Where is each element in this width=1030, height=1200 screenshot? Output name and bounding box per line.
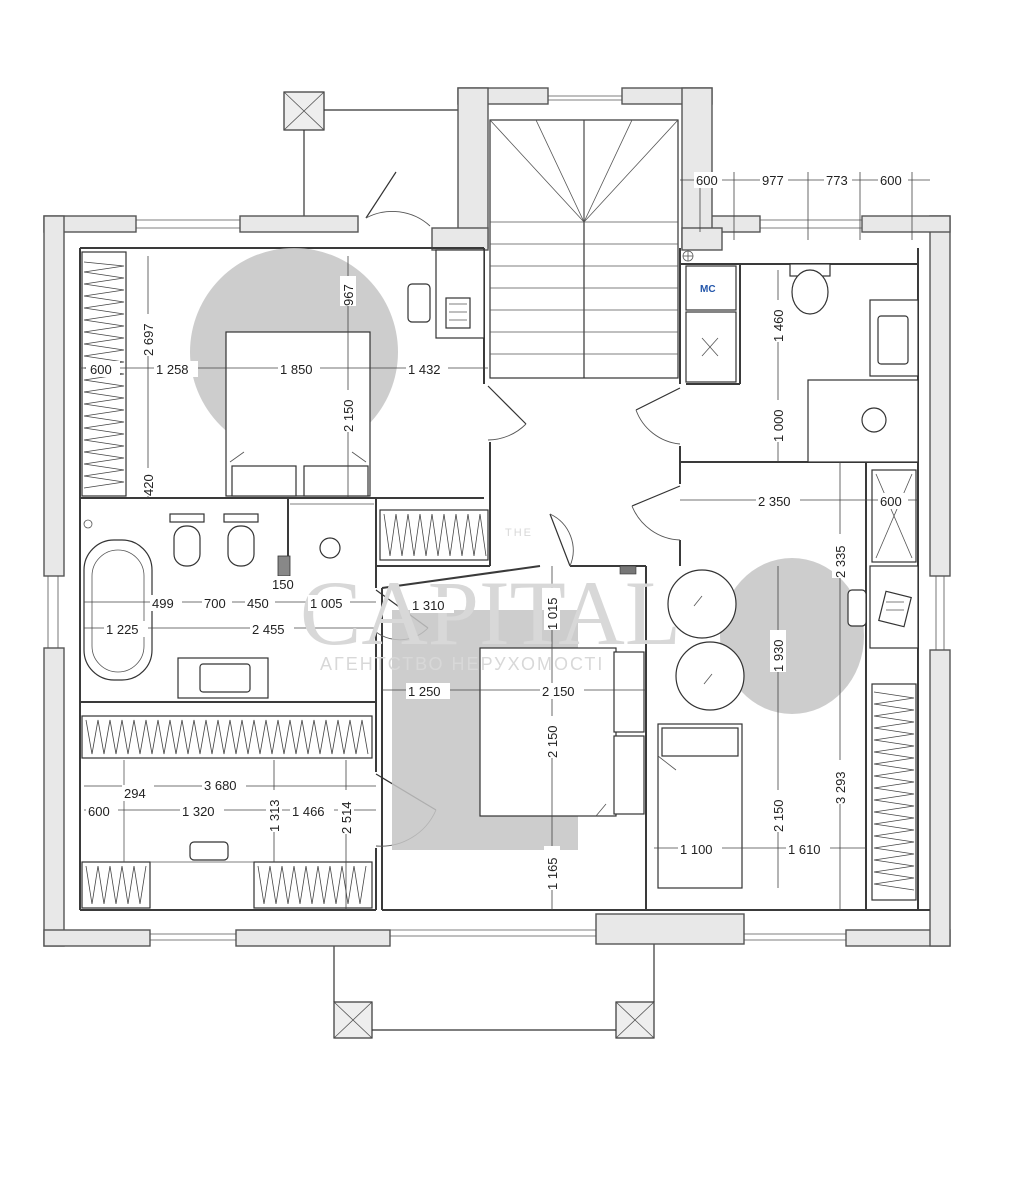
dim-label: 1 432 bbox=[408, 362, 441, 377]
laptop-icon bbox=[445, 297, 471, 329]
dim-label: 1 320 bbox=[182, 804, 215, 819]
dim-label: 600 bbox=[880, 494, 902, 509]
dim-label: 1 005 bbox=[310, 596, 343, 611]
dim-label: 150 bbox=[272, 577, 294, 592]
dim-label: 2 514 bbox=[339, 801, 354, 834]
dim-label: 1 610 bbox=[788, 842, 821, 857]
dim-label: 1 258 bbox=[156, 362, 189, 377]
bathroom bbox=[83, 503, 374, 699]
dim-label: 2 150 bbox=[542, 684, 575, 699]
dim-label: 1 015 bbox=[545, 597, 560, 630]
chair-icon bbox=[407, 283, 431, 323]
dim-label: 600 bbox=[880, 173, 902, 188]
dim-label: 2 150 bbox=[341, 399, 356, 432]
dim-label: 2 335 bbox=[833, 545, 848, 578]
dim-label: 1 100 bbox=[680, 842, 713, 857]
dim-label: 499 bbox=[152, 596, 174, 611]
dim-label: 1 930 bbox=[771, 639, 786, 672]
stool-icon bbox=[189, 841, 229, 861]
dim-label: 3 680 bbox=[204, 778, 237, 793]
dim-label: 1 313 bbox=[267, 799, 282, 832]
toilet-icon bbox=[791, 269, 829, 315]
desk-clearance-shade bbox=[720, 558, 864, 714]
watermark-small: THE bbox=[505, 527, 533, 539]
dim-label: 1 000 bbox=[771, 409, 786, 442]
dim-label: 1 225 bbox=[106, 622, 139, 637]
dim-label: 1 466 bbox=[292, 804, 325, 819]
dim-label: 294 bbox=[124, 786, 146, 801]
dim-label: 700 bbox=[204, 596, 226, 611]
dim-label: 967 bbox=[341, 284, 356, 306]
dim-label: 1 165 bbox=[545, 857, 560, 890]
dim-label: 1 310 bbox=[412, 598, 445, 613]
wc-room: MC bbox=[682, 250, 919, 463]
watermark-tagline: АГЕНТСТВО НЕРУХОМОСТІ bbox=[320, 654, 604, 674]
dim-label: 2 350 bbox=[758, 494, 791, 509]
bathtub bbox=[83, 539, 153, 681]
dim-label: 600 bbox=[696, 173, 718, 188]
exterior-walls bbox=[43, 87, 951, 947]
staircase bbox=[489, 119, 679, 379]
toilet-icon-bath bbox=[227, 525, 255, 567]
dim-label: 773 bbox=[826, 173, 848, 188]
laptop-icon-2 bbox=[878, 590, 912, 628]
dim-label: 2 150 bbox=[771, 799, 786, 832]
dim-label: 2 697 bbox=[141, 323, 156, 356]
dim-label: 600 bbox=[90, 362, 112, 377]
corridor-wardrobe bbox=[379, 509, 489, 561]
entry-door bbox=[365, 171, 431, 227]
dim-label: 420 bbox=[141, 474, 156, 496]
bedroom-3 bbox=[657, 469, 919, 901]
vent-icon bbox=[83, 519, 93, 529]
bidet-icon bbox=[173, 525, 201, 567]
dim-label: 1 250 bbox=[408, 684, 441, 699]
walk-in-wardrobe bbox=[81, 715, 373, 909]
pouf-1 bbox=[667, 569, 737, 639]
dim-label: 1 460 bbox=[771, 309, 786, 342]
toilet-label: MC bbox=[700, 284, 716, 295]
dim-label: 2 150 bbox=[545, 725, 560, 758]
watermark: THE CAPITAL АГЕНТСТВО НЕРУХОМОСТІ bbox=[300, 527, 681, 674]
sink-icon bbox=[877, 315, 909, 365]
watermark-brand: CAPITAL bbox=[300, 562, 681, 664]
chair-icon-2 bbox=[847, 589, 867, 627]
dim-label: 600 bbox=[88, 804, 110, 819]
wardrobe-bed3 bbox=[871, 683, 917, 901]
dim-label: 3 293 bbox=[833, 771, 848, 804]
dim-label: 2 455 bbox=[252, 622, 285, 637]
dim-label: 977 bbox=[762, 173, 784, 188]
dim-label: 450 bbox=[247, 596, 269, 611]
terrace-columns bbox=[283, 91, 655, 1039]
bath-sink-icon bbox=[199, 663, 251, 693]
shower-drain-icon bbox=[861, 407, 887, 433]
dim-label: 1 850 bbox=[280, 362, 313, 377]
shower-drain-bath bbox=[319, 537, 341, 559]
dimension-labels: 600 977 773 600 600 1 258 1 850 1 432 2 … bbox=[86, 172, 908, 890]
